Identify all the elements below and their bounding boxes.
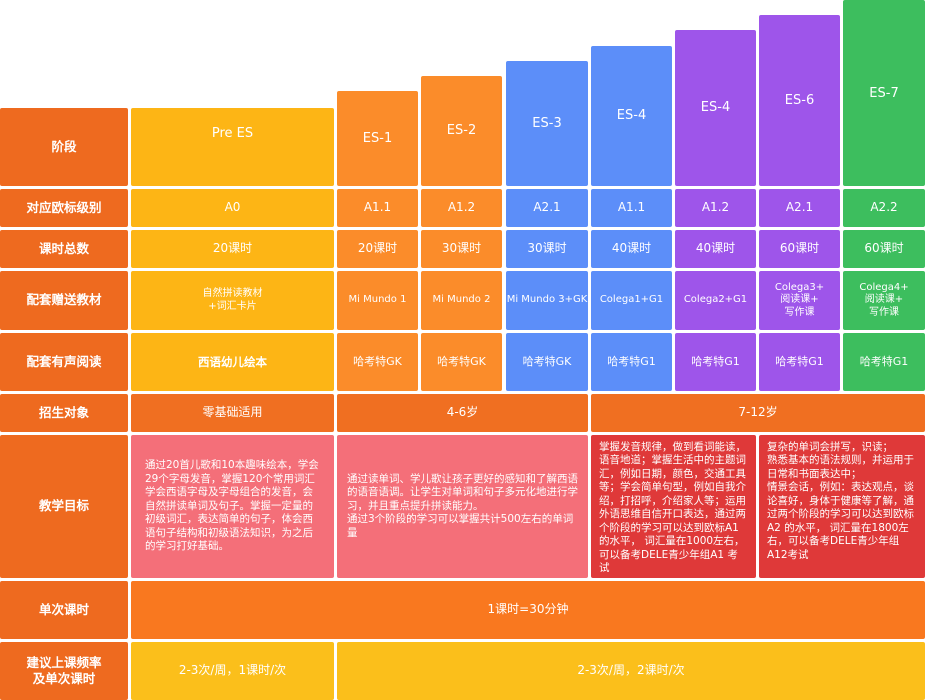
goal-pre-es: 通过20首儿歌和10本趣味绘本，学会29个字母发音，掌握120个常用词汇学会西语… bbox=[131, 435, 334, 578]
level-header-es-2: ES-2 bbox=[421, 76, 502, 186]
hours-pre-es: 20课时 bbox=[131, 230, 334, 268]
material-es-2: Mi Mundo 2 bbox=[421, 271, 502, 330]
hours-es-4: 40课时 bbox=[591, 230, 672, 268]
reading-es-3: 哈考特GK bbox=[506, 333, 588, 391]
reading-pre-es: 西语幼儿绘本 bbox=[131, 333, 334, 391]
audience-pre: 零基础适用 bbox=[131, 394, 334, 432]
row-header-cefr: 对应欧标级别 bbox=[0, 189, 128, 227]
row-header-reading: 配套有声阅读 bbox=[0, 333, 128, 391]
level-header-es-4b: ES-4 bbox=[675, 30, 756, 186]
goal-es-6-7: 复杂的单词会拼写，识读； 熟悉基本的语法规则，并运用于日常和书面表达中； 情景会… bbox=[759, 435, 925, 578]
level-header-es-3: ES-3 bbox=[506, 61, 588, 186]
reading-es-4b: 哈考特G1 bbox=[675, 333, 756, 391]
hours-es-2: 30课时 bbox=[421, 230, 502, 268]
material-pre-es: 自然拼读教材 +词汇卡片 bbox=[131, 271, 334, 330]
material-es-7: Colega4+ 阅读课+ 写作课 bbox=[843, 271, 925, 330]
material-es-6: Colega3+ 阅读课+ 写作课 bbox=[759, 271, 840, 330]
level-header-es-1: ES-1 bbox=[337, 91, 418, 186]
hours-es-3: 30课时 bbox=[506, 230, 588, 268]
level-header-es-4: ES-4 bbox=[591, 46, 672, 186]
row-header-goals: 教学目标 bbox=[0, 435, 128, 578]
goal-es-4: 掌握发音规律，做到看词能读，语音地道；掌握生活中的主题词汇，例如日期，颜色，交通… bbox=[591, 435, 756, 578]
level-header-pre-es: Pre ES bbox=[131, 108, 334, 186]
frequency-pre: 2-3次/周，1课时/次 bbox=[131, 642, 334, 700]
material-es-4b: Colega2+G1 bbox=[675, 271, 756, 330]
row-header-material: 配套赠送教材 bbox=[0, 271, 128, 330]
reading-es-1: 哈考特GK bbox=[337, 333, 418, 391]
cefr-es-1: A1.1 bbox=[337, 189, 418, 227]
cefr-es-6: A2.1 bbox=[759, 189, 840, 227]
lesson-time: 1课时=30分钟 bbox=[131, 581, 925, 639]
level-header-es-6: ES-6 bbox=[759, 15, 840, 186]
cefr-es-4b: A1.2 bbox=[675, 189, 756, 227]
reading-es-2: 哈考特GK bbox=[421, 333, 502, 391]
level-header-es-7: ES-7 bbox=[843, 0, 925, 186]
goal-es-1-3: 通过读单词、学儿歌让孩子更好的感知和了解西语的语音语调。让学生对单词和句子多元化… bbox=[337, 435, 588, 578]
row-header-audience: 招生对象 bbox=[0, 394, 128, 432]
audience-4-6: 4-6岁 bbox=[337, 394, 588, 432]
cefr-es-3: A2.1 bbox=[506, 189, 588, 227]
reading-es-6: 哈考特G1 bbox=[759, 333, 840, 391]
material-es-1: Mi Mundo 1 bbox=[337, 271, 418, 330]
cefr-es-7: A2.2 bbox=[843, 189, 925, 227]
row-header-frequency: 建议上课频率 及单次课时 bbox=[0, 642, 128, 700]
hours-es-6: 60课时 bbox=[759, 230, 840, 268]
material-es-3: Mi Mundo 3+GK bbox=[506, 271, 588, 330]
hours-es-7: 60课时 bbox=[843, 230, 925, 268]
cefr-pre-es: A0 bbox=[131, 189, 334, 227]
reading-es-4: 哈考特G1 bbox=[591, 333, 672, 391]
row-header-stage: 阶段 bbox=[0, 108, 128, 186]
frequency-rest: 2-3次/周，2课时/次 bbox=[337, 642, 925, 700]
material-es-4: Colega1+G1 bbox=[591, 271, 672, 330]
hours-es-4b: 40课时 bbox=[675, 230, 756, 268]
row-header-lesson-time: 单次课时 bbox=[0, 581, 128, 639]
reading-es-7: 哈考特G1 bbox=[843, 333, 925, 391]
cefr-es-4: A1.1 bbox=[591, 189, 672, 227]
cefr-es-2: A1.2 bbox=[421, 189, 502, 227]
row-header-hours: 课时总数 bbox=[0, 230, 128, 268]
hours-es-1: 20课时 bbox=[337, 230, 418, 268]
audience-7-12: 7-12岁 bbox=[591, 394, 925, 432]
